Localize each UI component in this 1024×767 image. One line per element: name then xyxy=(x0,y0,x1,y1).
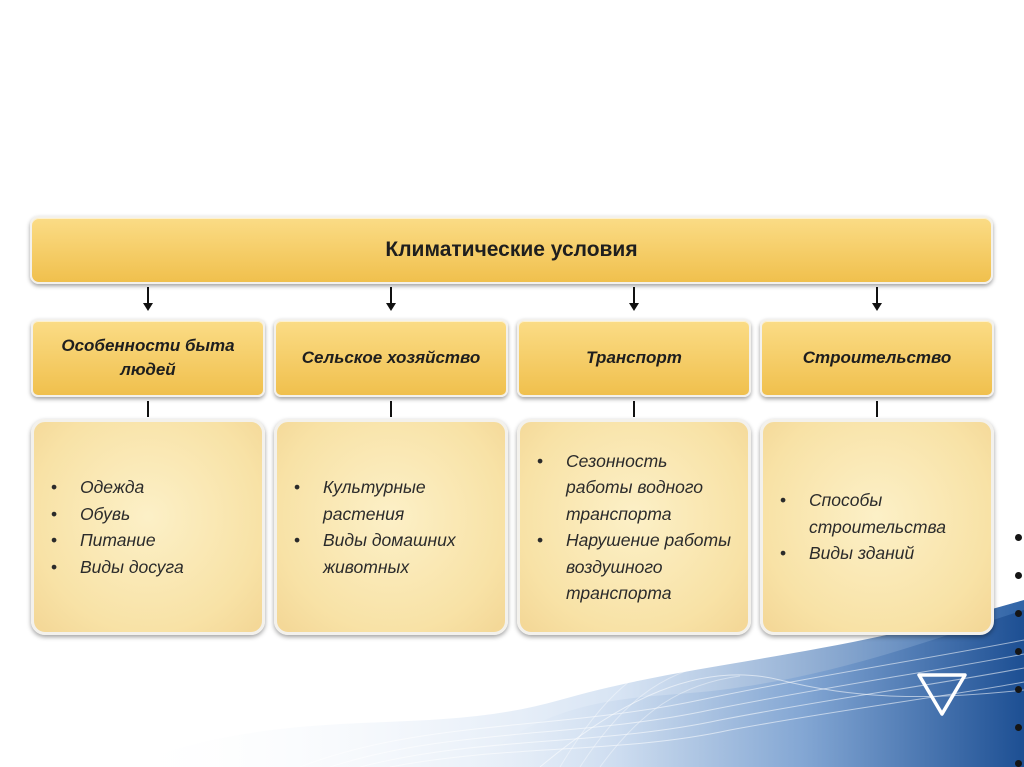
list-item: Одежда xyxy=(46,474,184,501)
detail-box: Сезонность работы водного транспорта Нар… xyxy=(517,419,751,635)
tick-connector xyxy=(876,401,878,417)
detail-list: Культурные растения Виды домашних животн… xyxy=(289,474,491,580)
list-item: Способы строительства xyxy=(775,487,977,540)
list-item: Сезонность работы водного транспорта xyxy=(532,448,734,528)
detail-list: Сезонность работы водного транспорта Нар… xyxy=(532,448,734,607)
category-box: Сельское хозяйство xyxy=(274,319,508,397)
category-box: Строительство xyxy=(760,319,994,397)
detail-list: Одежда Обувь Питание Виды досуга xyxy=(46,474,184,580)
category-box: Особенности быта людей xyxy=(31,319,265,397)
category-label: Сельское хозяйство xyxy=(302,346,481,370)
list-item: Питание xyxy=(46,527,184,554)
dot-column-decoration xyxy=(1013,520,1024,767)
list-item: Нарушение работы воздушного транспорта xyxy=(532,527,734,607)
category-box: Транспорт xyxy=(517,319,751,397)
category-label: Особенности быта людей xyxy=(43,334,253,382)
category-label: Транспорт xyxy=(586,346,682,370)
list-item: Культурные растения xyxy=(289,474,491,527)
detail-box: Способы строительства Виды зданий xyxy=(760,419,994,635)
title-box: Климатические условия xyxy=(30,216,993,284)
detail-box: Одежда Обувь Питание Виды досуга xyxy=(31,419,265,635)
diagram-title: Климатические условия xyxy=(385,238,637,262)
list-item: Виды домашних животных xyxy=(289,527,491,580)
tick-connector xyxy=(633,401,635,417)
list-item: Виды досуга xyxy=(46,554,184,581)
down-triangle-icon xyxy=(916,672,968,718)
list-item: Виды зданий xyxy=(775,540,977,567)
detail-list: Способы строительства Виды зданий xyxy=(775,487,977,567)
tick-connector xyxy=(147,401,149,417)
category-label: Строительство xyxy=(803,346,952,370)
tick-connector xyxy=(390,401,392,417)
list-item: Обувь xyxy=(46,501,184,528)
detail-box: Культурные растения Виды домашних животн… xyxy=(274,419,508,635)
